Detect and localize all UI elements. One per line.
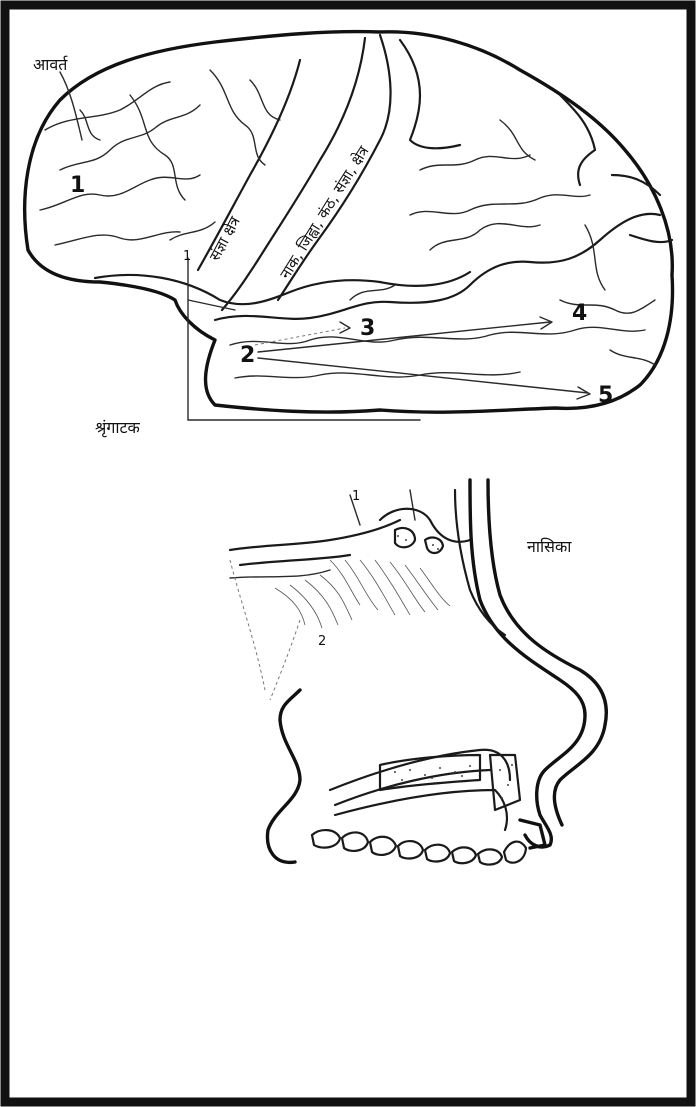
- brain-top-left-label: आवर्त: [33, 55, 68, 74]
- teeth-row: [312, 820, 545, 865]
- brain-motor-strip-label: नाक, जिह्वा, कंठ, संज्ञा, क्षेत्र: [276, 142, 373, 282]
- brain-sensory-strip-label: संज्ञा क्षेत्र: [206, 213, 245, 264]
- brain-number-1: 1: [70, 173, 85, 198]
- brain-number-4: 4: [572, 301, 587, 326]
- brain-number-3: 3: [360, 316, 375, 341]
- nose-number-1: 1: [352, 489, 360, 504]
- brain-diagram: आवर्त श्रृंगाटक संज्ञा क्षेत्र नाक, जिह्…: [25, 32, 673, 438]
- brain-number-5: 5: [598, 383, 613, 408]
- brain-number-2: 2: [240, 343, 255, 368]
- nasal-cavity-diagram: नासिका 1 2: [230, 480, 606, 865]
- brain-outline: [25, 32, 673, 413]
- brain-corner-label: श्रृंगाटक: [95, 418, 141, 438]
- nose-number-2: 2: [318, 634, 326, 649]
- brain-line-number-1: 1: [183, 249, 191, 264]
- nose-label: नासिका: [527, 537, 572, 556]
- nasal-mucosa-hatching: [275, 560, 450, 628]
